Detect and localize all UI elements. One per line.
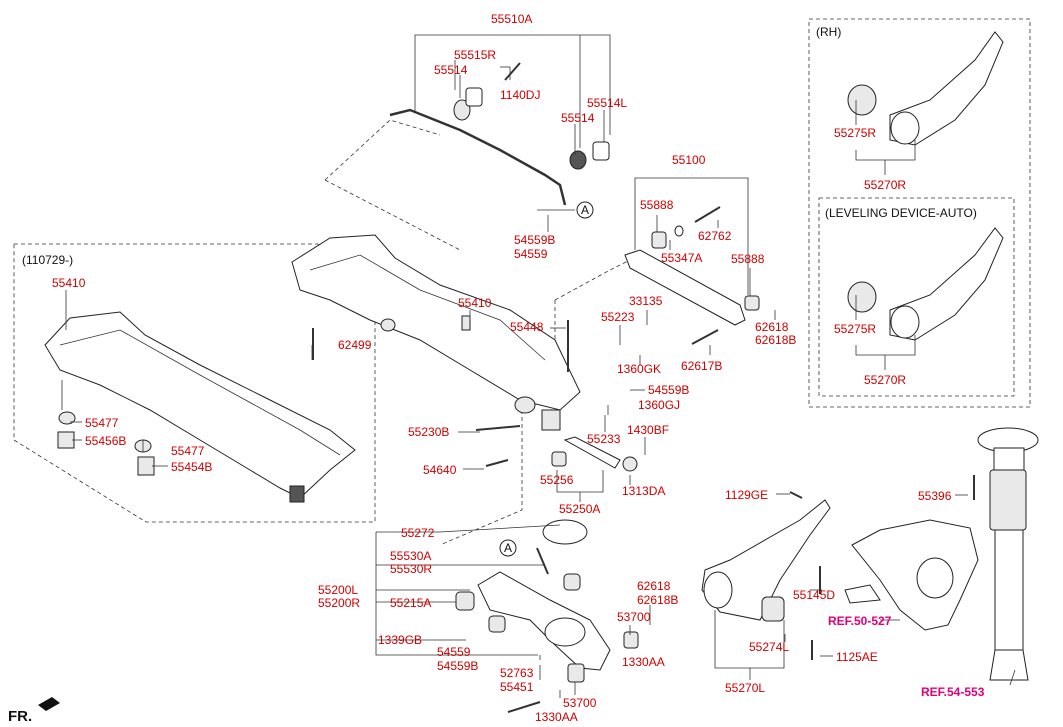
part-label[interactable]: 1140DJ [500,88,540,102]
part-label[interactable]: 62618 [637,579,671,593]
crossmember-variant [44,311,356,503]
part-label[interactable]: 55275R [834,322,876,336]
trailing-arm-lh [701,491,831,660]
part-label[interactable]: 54640 [423,463,457,477]
part-label[interactable]: 62618 [755,320,789,334]
part-label[interactable]: 54559 [514,247,548,261]
part-label[interactable]: 55215A [390,596,431,610]
part-label[interactable]: 55145D [793,588,835,602]
variant-note: (110729-) [22,253,73,267]
trailing-arm-rh [847,31,1004,146]
part-label[interactable]: 53700 [617,610,651,624]
rh-note: (RH) [816,25,841,39]
part-label[interactable]: 1430BF [627,423,669,437]
part-label[interactable]: 55200R [318,596,360,610]
part-label[interactable]: 55270L [725,681,765,695]
ref-link-50-527[interactable]: REF.50-527 [828,614,892,628]
part-label[interactable]: 1330AA [535,710,578,724]
part-label[interactable]: 62762 [698,229,732,243]
part-label[interactable]: 52763 [500,666,534,680]
crossmember-main [291,234,581,431]
part-label[interactable]: 1360GK [617,362,661,376]
part-label[interactable]: 55270R [864,373,906,387]
part-label[interactable]: 62617B [681,359,722,373]
part-label[interactable]: 54559 [437,645,471,659]
leader-lines [61,34,1016,698]
part-label[interactable]: 55477 [171,444,205,458]
part-label[interactable]: 55223 [601,310,635,324]
part-label[interactable]: 55100 [672,153,706,167]
circle-a-marker-top: A [576,201,594,219]
part-label[interactable]: 1360GJ [638,398,680,412]
part-label[interactable]: 33135 [629,294,663,308]
part-label[interactable]: 55272 [401,526,435,540]
trailing-arm-rh-leveling [847,227,1004,341]
variant-frame-110729 [13,243,376,523]
part-labels: 55510A 55515R 55514 1140DJ 55514L 55514 … [8,12,985,725]
part-label[interactable]: 55888 [640,198,674,212]
circle-a-text: A [504,541,512,555]
part-label[interactable]: 54559B [648,383,689,397]
front-arrow-icon [38,697,60,711]
part-label[interactable]: 55510A [491,12,532,26]
part-label[interactable]: 55347A [661,251,702,265]
part-label[interactable]: 55514 [561,111,595,125]
part-label[interactable]: 55456B [85,434,126,448]
rh-frame [808,18,1031,408]
part-label[interactable]: 55888 [731,252,765,266]
shock-absorber [973,427,1039,681]
circle-a-text: A [581,203,589,217]
upper-arm [624,206,760,345]
part-label[interactable]: 62618B [755,333,796,347]
circle-a-marker-bottom: A [499,539,517,557]
part-label[interactable]: 55451 [500,680,534,694]
toe-link [475,425,638,472]
knuckle [844,519,979,631]
leveling-note: (LEVELING DEVICE-AUTO) [825,206,977,220]
part-label[interactable]: 55396 [918,489,952,503]
part-label[interactable]: 55515R [454,48,496,62]
part-label[interactable]: 54559B [437,659,478,673]
part-label[interactable]: 55514 [434,63,468,77]
part-label[interactable]: 55270R [864,178,906,192]
part-label[interactable]: 55274L [749,640,789,654]
part-label[interactable]: 55530A [390,549,431,563]
part-label[interactable]: 1129GE [725,488,768,502]
part-label[interactable]: 1339GB [378,633,422,647]
part-label[interactable]: 55230B [408,425,449,439]
ref-link-54-553[interactable]: REF.54-553 [921,685,985,699]
part-label[interactable]: 55530R [390,562,432,576]
part-label[interactable]: 1313DA [622,484,665,498]
stabilizer-bar [389,62,610,206]
part-label[interactable]: 55250A [559,502,600,516]
part-label[interactable]: 55410 [52,276,86,290]
part-label[interactable]: 55275R [834,126,876,140]
part-label[interactable]: 55448 [510,320,544,334]
part-label[interactable]: 55200L [318,583,358,597]
part-label[interactable]: 55454B [171,460,212,474]
part-label[interactable]: 54559B [514,233,555,247]
part-label[interactable]: 55514L [587,96,627,110]
part-label[interactable]: 62618B [637,593,678,607]
part-label[interactable]: 1125AE [836,650,878,664]
part-label[interactable]: 1330AA [622,655,665,669]
part-label[interactable]: 55233 [587,432,621,446]
front-direction-label: FR. [8,708,32,725]
lower-arm [455,519,639,713]
part-label[interactable]: 55410 [458,296,492,310]
part-label[interactable]: 55477 [85,416,119,430]
part-label[interactable]: 53700 [563,696,597,710]
part-label[interactable]: 62499 [338,338,372,352]
part-label[interactable]: 55256 [540,473,574,487]
